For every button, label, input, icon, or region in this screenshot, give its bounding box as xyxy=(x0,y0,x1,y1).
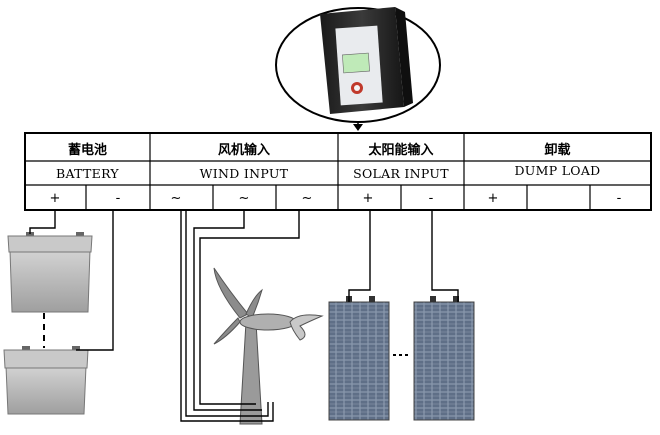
battery-zh-label: 蓄电池 xyxy=(67,143,107,158)
wind-wires xyxy=(180,210,300,422)
dump-load-negative-terminal: - xyxy=(616,191,622,206)
controller-device xyxy=(275,7,441,131)
solar-negative-terminal: - xyxy=(428,191,434,206)
solar-panel-right xyxy=(413,296,475,421)
battery-wires xyxy=(29,210,114,351)
battery-negative-terminal: - xyxy=(115,191,121,206)
dump-load-en-label: DUMP LOAD xyxy=(514,163,601,178)
wind-phase-1-terminal: ~ xyxy=(170,191,182,206)
arrow-down-icon xyxy=(353,124,363,131)
solar-zh-label: 太阳能输入 xyxy=(368,143,434,158)
wind-en-label: WIND INPUT xyxy=(199,166,289,181)
wind-turbine xyxy=(213,267,324,425)
solar-panel-left xyxy=(328,296,390,421)
battery-positive-terminal: + xyxy=(49,191,61,206)
solar-en-label: SOLAR INPUT xyxy=(353,166,449,181)
solar-positive-terminal: + xyxy=(362,191,374,206)
wind-phase-2-terminal: ~ xyxy=(238,191,250,206)
solar-wires xyxy=(348,210,459,356)
terminal-block-grid xyxy=(24,132,652,211)
dump-load-zh-label: 卸载 xyxy=(544,143,571,158)
wind-zh-label: 风机输入 xyxy=(217,143,270,158)
battery-top xyxy=(7,232,93,313)
dump-load-positive-terminal: + xyxy=(487,191,499,206)
battery-en-label: BATTERY xyxy=(56,166,119,181)
battery-bottom xyxy=(3,346,89,415)
wind-phase-3-terminal: ~ xyxy=(301,191,313,206)
